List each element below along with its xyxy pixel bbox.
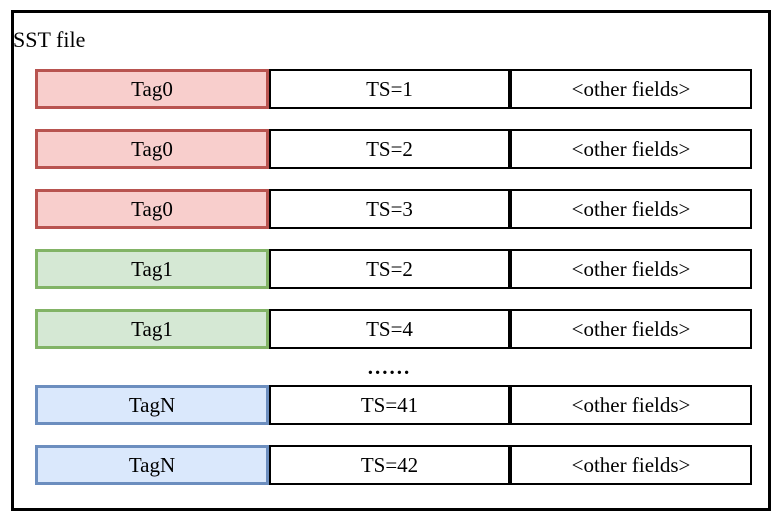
tag-cell: Tag0 [35,129,269,169]
ellipsis-text: ...... [367,354,412,379]
timestamp-cell: TS=41 [269,385,510,425]
other-fields-cell: <other fields> [510,385,752,425]
ellipsis-row: ...... [35,349,752,385]
timestamp-cell: TS=2 [269,129,510,169]
tag-cell: Tag1 [35,249,269,289]
tag-cell: Tag0 [35,69,269,109]
other-fields-cell: <other fields> [510,309,752,349]
tag-cell: Tag0 [35,189,269,229]
tag-cell: TagN [35,385,269,425]
other-fields-cell: <other fields> [510,445,752,485]
record-row: Tag0 TS=2 <other fields> [35,129,752,169]
records-container: Tag0 TS=1 <other fields> Tag0 TS=2 <othe… [35,69,752,505]
other-fields-cell: <other fields> [510,69,752,109]
timestamp-cell: TS=4 [269,309,510,349]
timestamp-cell: TS=2 [269,249,510,289]
record-row: Tag1 TS=4 <other fields> [35,309,752,349]
record-row: TagN TS=42 <other fields> [35,445,752,485]
record-row: Tag0 TS=1 <other fields> [35,69,752,109]
record-row: TagN TS=41 <other fields> [35,385,752,425]
other-fields-cell: <other fields> [510,189,752,229]
tag-cell: Tag1 [35,309,269,349]
sst-file-box: SST file Tag0 TS=1 <other fields> Tag0 T… [11,10,771,511]
other-fields-cell: <other fields> [510,249,752,289]
record-row: Tag0 TS=3 <other fields> [35,189,752,229]
diagram-title: SST file [13,27,86,52]
timestamp-cell: TS=42 [269,445,510,485]
tag-cell: TagN [35,445,269,485]
timestamp-cell: TS=1 [269,69,510,109]
record-row: Tag1 TS=2 <other fields> [35,249,752,289]
other-fields-cell: <other fields> [510,129,752,169]
timestamp-cell: TS=3 [269,189,510,229]
